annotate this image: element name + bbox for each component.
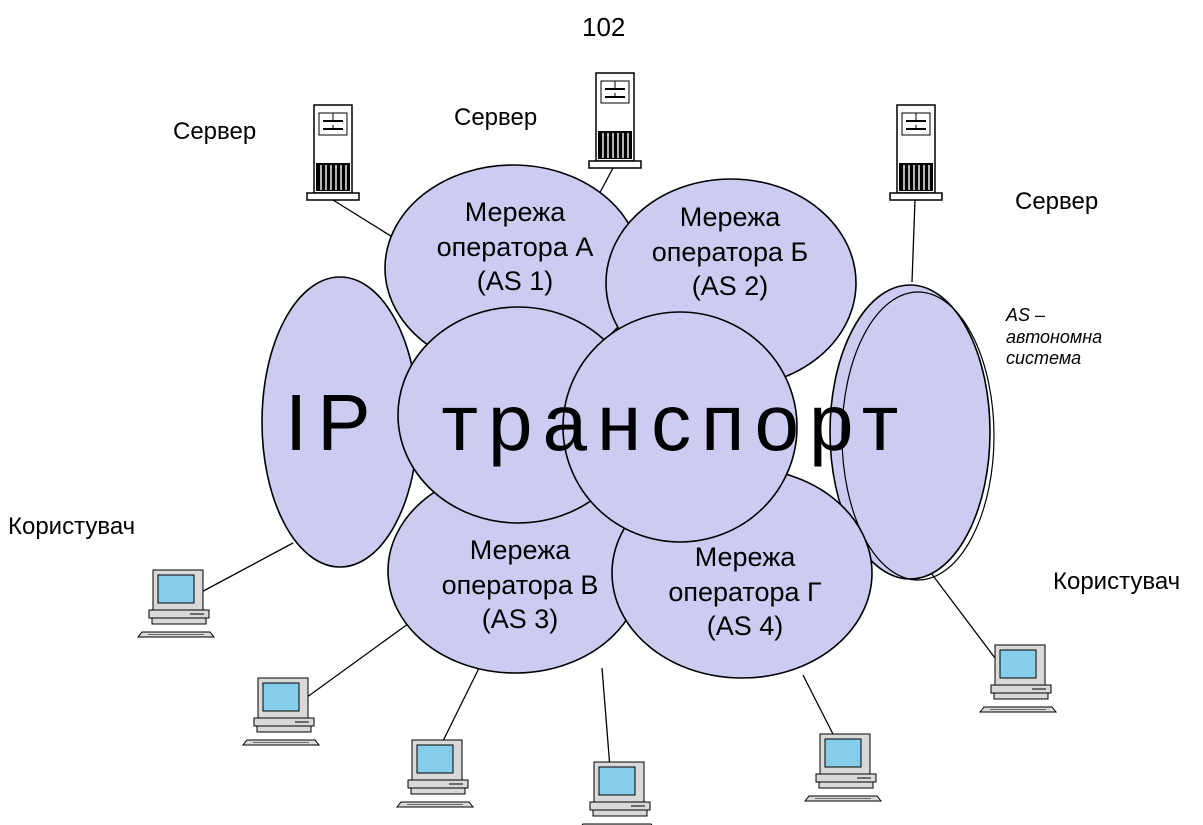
network-label-line: (AS 2) — [691, 271, 769, 302]
operator-clouds — [384, 164, 873, 679]
as-note-line: автономна — [1006, 326, 1103, 347]
network-label-line: (AS 4) — [706, 611, 784, 642]
as-definition-note: AS – автономна система — [1006, 305, 1102, 370]
network-label-line: Мережа — [679, 202, 781, 232]
network-label-line: оператора А — [436, 231, 594, 262]
connection-lines — [193, 167, 996, 769]
cloud-lobe-right-shadow — [841, 291, 995, 581]
server-label: Сервер — [454, 104, 538, 131]
network-label-line: оператора Г — [668, 576, 822, 607]
server-label: Сервер — [1015, 188, 1099, 215]
user-label: Користувач — [8, 513, 136, 540]
computer-icon — [137, 569, 215, 638]
server-icon — [889, 104, 943, 201]
network-label-line: оператора Б — [651, 236, 809, 267]
ip-transport-title: IP транспорт — [285, 378, 909, 467]
page-number: 102 — [582, 12, 626, 42]
computer-icon — [242, 677, 320, 746]
center-cloud-right — [562, 311, 798, 543]
user-label: Користувач — [1053, 568, 1181, 595]
computer-icon — [396, 739, 474, 808]
server-label: Сервер — [173, 118, 257, 145]
network-label-line: Мережа — [469, 535, 571, 565]
as-note-line: система — [1006, 348, 1082, 369]
server-icon — [306, 104, 360, 201]
network-label-line: Мережа — [464, 197, 566, 227]
network-a-label: Мережа оператора А (AS 1) — [405, 195, 625, 299]
computer-icon — [979, 644, 1057, 713]
as-note-line: AS – — [1006, 305, 1046, 325]
computer-icon — [578, 761, 656, 825]
network-label-line: (AS 1) — [476, 266, 554, 297]
network-label-line: Мережа — [694, 542, 796, 572]
network-d-label: Мережа оператора Г (AS 4) — [630, 540, 860, 644]
network-c-label: Мережа оператора В (AS 3) — [400, 533, 640, 637]
network-b-label: Мережа оператора Б (AS 2) — [625, 200, 835, 304]
computer-icon — [804, 733, 882, 802]
network-label-line: (AS 3) — [481, 604, 559, 635]
network-label-line: оператора В — [441, 569, 599, 600]
server-icon — [588, 72, 642, 169]
